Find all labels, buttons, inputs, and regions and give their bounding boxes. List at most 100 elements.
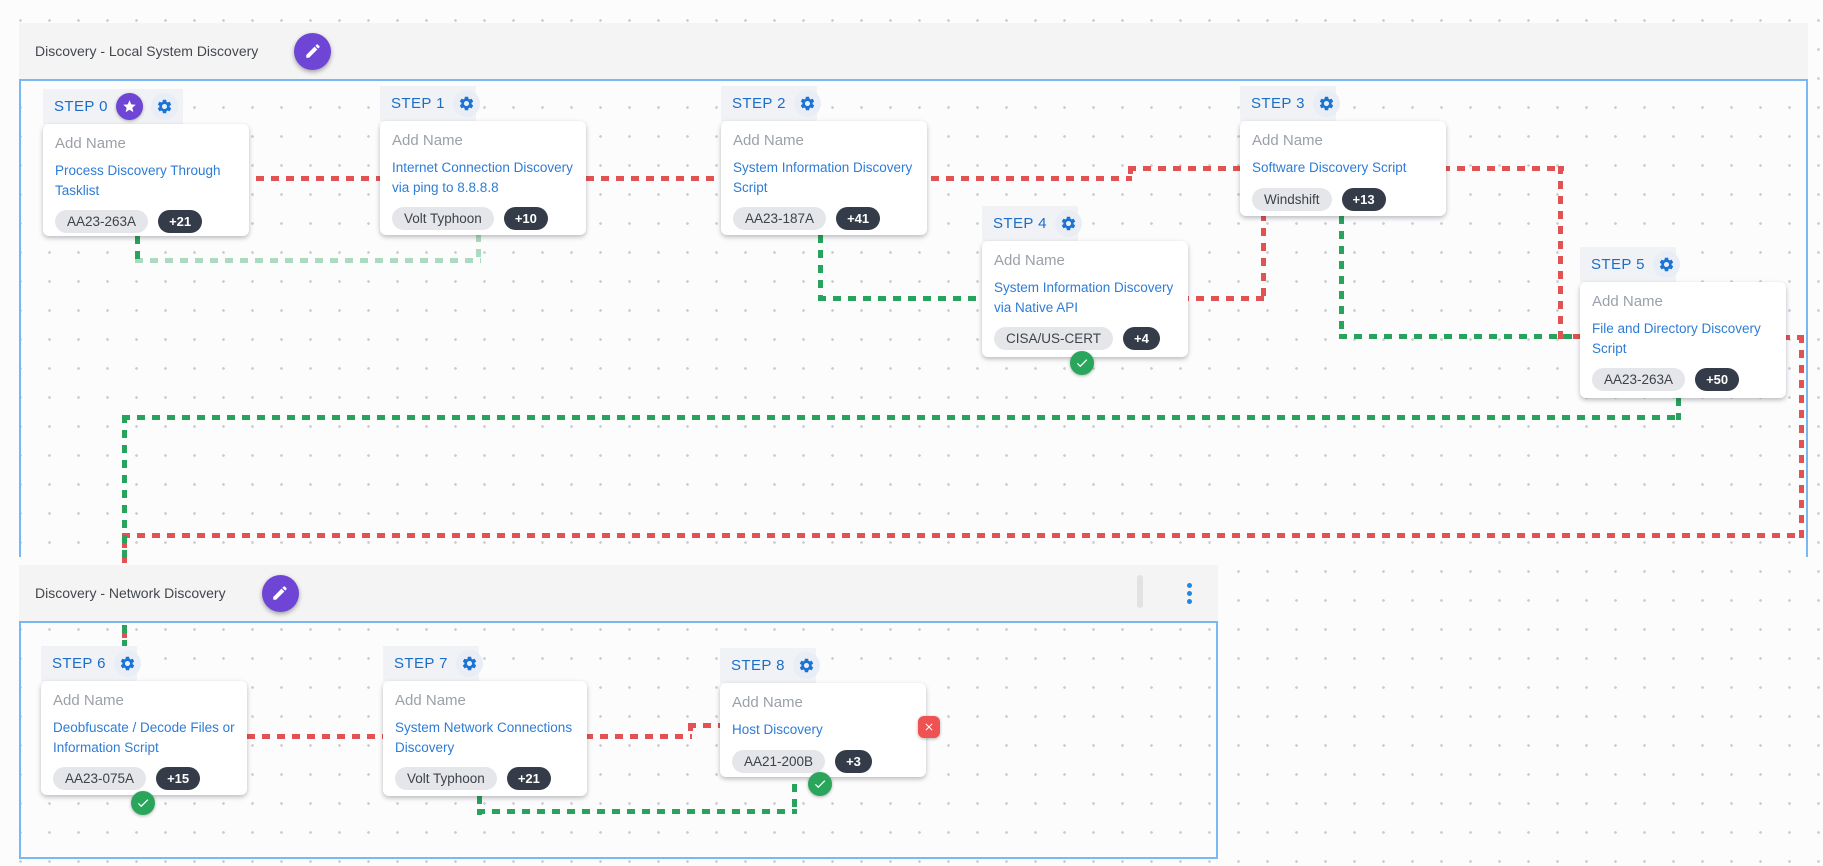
tag-count-badge[interactable]: +13 bbox=[1341, 187, 1386, 211]
scenario-link[interactable]: Software Discovery Script bbox=[1252, 160, 1407, 175]
step-name-input[interactable] bbox=[392, 132, 574, 149]
step-label: STEP 2 bbox=[732, 95, 786, 112]
advisory-tag: CISA/US-CERT bbox=[994, 327, 1114, 351]
tag-count-badge[interactable]: +21 bbox=[158, 210, 203, 234]
advisory-tag: AA23-075A bbox=[53, 767, 147, 791]
pencil-icon bbox=[273, 586, 287, 600]
pencil-icon bbox=[306, 44, 320, 58]
fail-connector-segment bbox=[688, 723, 722, 728]
step-label: STEP 3 bbox=[1251, 95, 1305, 112]
advisory-tag: AA23-263A bbox=[1592, 368, 1686, 392]
scenario-link[interactable]: Deobfuscate / Decode Files or Informatio… bbox=[53, 720, 235, 755]
step-name-input[interactable] bbox=[732, 694, 914, 711]
header-scrollbar-thumb[interactable] bbox=[1137, 575, 1143, 608]
fail-connector-segment bbox=[688, 723, 693, 737]
fail-connector-segment bbox=[247, 734, 383, 739]
step-fail-badge bbox=[918, 716, 940, 738]
step-settings-button[interactable] bbox=[150, 93, 178, 120]
tag-count-badge[interactable]: +3 bbox=[835, 749, 872, 773]
advisory-tag: AA23-263A bbox=[55, 210, 149, 234]
step-name-input[interactable] bbox=[55, 135, 237, 152]
step-3-card: Software Discovery Script Windshift +13 bbox=[1240, 121, 1446, 216]
success-connector-segment bbox=[1339, 216, 1344, 339]
tag-count-badge[interactable]: +15 bbox=[156, 767, 201, 791]
fail-connector-segment bbox=[1261, 168, 1266, 300]
step-name-input[interactable] bbox=[53, 692, 235, 709]
scenario-link[interactable]: Internet Connection Discovery via ping t… bbox=[392, 160, 573, 195]
success-connector-segment bbox=[792, 784, 797, 813]
step-label: STEP 7 bbox=[394, 655, 448, 672]
fail-connector-segment bbox=[585, 734, 692, 739]
advisory-tag: Volt Typhoon bbox=[392, 207, 494, 231]
step-settings-button[interactable] bbox=[452, 90, 480, 117]
tag-count-badge[interactable]: +21 bbox=[506, 767, 551, 791]
step-label: STEP 5 bbox=[1591, 256, 1645, 273]
fail-connector-segment bbox=[1782, 335, 1804, 340]
step-7-header: STEP 7 bbox=[383, 646, 483, 681]
step-0-card: Process Discovery Through Tasklist AA23-… bbox=[43, 124, 249, 236]
check-icon bbox=[137, 799, 149, 808]
step-1-header: STEP 1 bbox=[380, 86, 480, 121]
section-title: Discovery - Network Discovery bbox=[35, 585, 226, 601]
success-connector-segment bbox=[818, 235, 823, 301]
step-settings-button[interactable] bbox=[793, 90, 821, 117]
step-label: STEP 6 bbox=[52, 655, 106, 672]
section-menu-button[interactable] bbox=[1185, 581, 1194, 606]
scenario-link[interactable]: System Information Discovery via Native … bbox=[994, 280, 1174, 315]
tag-count-badge[interactable]: +10 bbox=[503, 207, 548, 231]
step-success-badge bbox=[808, 772, 832, 796]
gear-icon bbox=[459, 96, 473, 111]
step-2-header: STEP 2 bbox=[721, 86, 821, 121]
fail-connector-segment bbox=[1128, 166, 1133, 180]
success-connector-segment bbox=[477, 796, 482, 815]
success-connector-segment bbox=[122, 415, 127, 663]
step-label: STEP 8 bbox=[731, 657, 785, 674]
gear-icon bbox=[800, 96, 814, 111]
step-7-card: System Network Connections Discovery Vol… bbox=[383, 681, 587, 796]
step-settings-button[interactable] bbox=[113, 650, 141, 677]
step-name-input[interactable] bbox=[1252, 132, 1434, 149]
section-title: Discovery - Local System Discovery bbox=[35, 43, 259, 59]
success-connector-segment bbox=[135, 258, 481, 263]
edit-section-button[interactable] bbox=[261, 574, 299, 612]
step-8-card: Host Discovery AA21-200B +3 bbox=[720, 683, 926, 777]
gear-icon bbox=[462, 656, 476, 671]
step-settings-button[interactable] bbox=[1054, 210, 1082, 237]
fail-connector-segment bbox=[1799, 335, 1804, 538]
step-4-header: STEP 4 bbox=[982, 206, 1082, 241]
fail-connector-segment bbox=[241, 176, 1132, 181]
step-label: STEP 4 bbox=[993, 215, 1047, 232]
scenario-link[interactable]: System Network Connections Discovery bbox=[395, 720, 573, 755]
step-name-input[interactable] bbox=[1592, 293, 1774, 310]
step-label: STEP 1 bbox=[391, 95, 445, 112]
step-name-input[interactable] bbox=[395, 692, 575, 709]
step-settings-button[interactable] bbox=[455, 650, 483, 677]
scenario-link[interactable]: File and Directory Discovery Script bbox=[1592, 321, 1761, 356]
advisory-tag: Volt Typhoon bbox=[395, 767, 497, 791]
step-settings-button[interactable] bbox=[792, 652, 820, 679]
initial-step-star-badge[interactable] bbox=[115, 93, 143, 120]
step-settings-button[interactable] bbox=[1652, 251, 1680, 278]
tag-count-badge[interactable]: +4 bbox=[1123, 327, 1160, 351]
step-name-input[interactable] bbox=[994, 252, 1176, 269]
tag-count-badge[interactable]: +50 bbox=[1695, 368, 1740, 392]
success-connector-segment bbox=[1339, 334, 1590, 339]
step-settings-button[interactable] bbox=[1312, 90, 1340, 117]
success-connector-segment bbox=[477, 809, 797, 814]
success-connector-segment bbox=[122, 415, 1681, 420]
step-name-input[interactable] bbox=[733, 132, 915, 149]
tag-count-badge[interactable]: +41 bbox=[836, 207, 881, 231]
section-header-local-system-discovery: Discovery - Local System Discovery bbox=[19, 23, 1808, 79]
step-8-header: STEP 8 bbox=[720, 648, 820, 683]
section-header-network-discovery: Discovery - Network Discovery bbox=[19, 565, 1218, 621]
fail-connector-segment bbox=[1442, 166, 1564, 171]
gear-icon bbox=[1659, 257, 1673, 272]
scenario-link[interactable]: System Information Discovery Script bbox=[733, 160, 913, 195]
close-icon bbox=[925, 723, 933, 731]
scenario-link[interactable]: Process Discovery Through Tasklist bbox=[55, 163, 221, 198]
success-connector-segment bbox=[135, 236, 140, 263]
edit-section-button[interactable] bbox=[294, 32, 332, 70]
gear-icon bbox=[120, 656, 134, 671]
check-icon bbox=[814, 780, 826, 789]
scenario-link[interactable]: Host Discovery bbox=[732, 722, 823, 737]
